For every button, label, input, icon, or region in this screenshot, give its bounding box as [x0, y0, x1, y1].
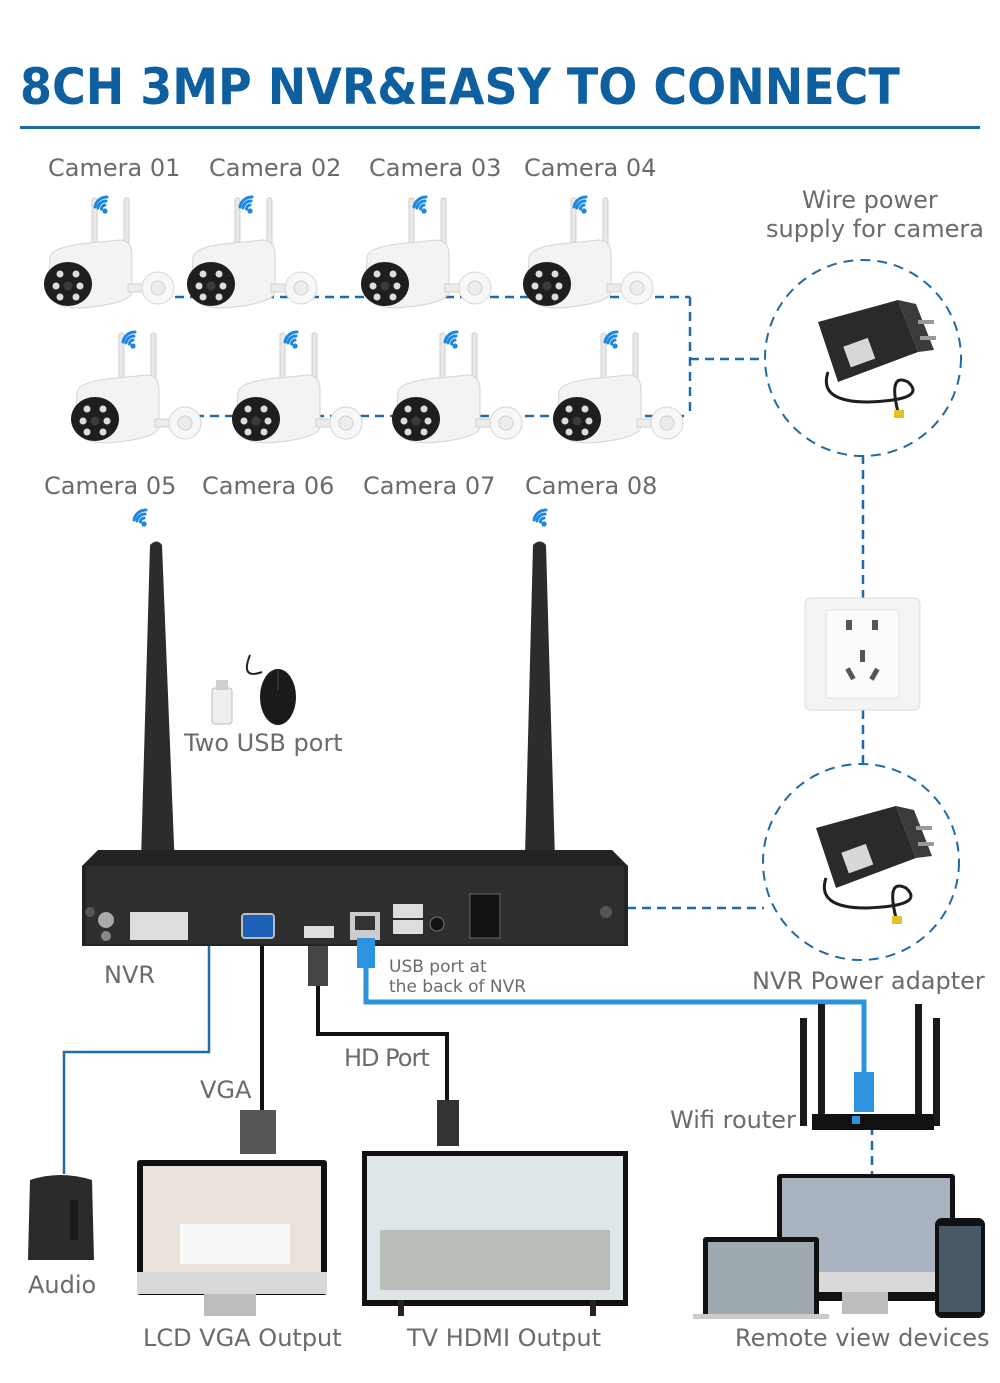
nvr-wifi-icon-left [132, 508, 149, 529]
nvr-power-adapter [762, 763, 960, 961]
camera-02 [186, 195, 318, 309]
cables [62, 946, 867, 1174]
camera-label-08: Camera 08 [525, 472, 658, 500]
nvr-device [82, 850, 628, 946]
usb-mouse-icon [211, 654, 296, 725]
nvr-label: NVR [104, 961, 156, 989]
camera-label-01: Camera 01 [48, 154, 181, 182]
camera-label-05: Camera 05 [44, 472, 177, 500]
title-divider [20, 126, 980, 129]
camera-05 [70, 330, 202, 444]
wall-socket-icon [804, 597, 921, 711]
camera-label-07: Camera 07 [363, 472, 496, 500]
wifi-router [800, 1004, 940, 1130]
camera-power-adapter [764, 259, 962, 457]
tv-output-label: TV HDMI Output [407, 1324, 602, 1352]
vga-connector [240, 1110, 276, 1154]
camera-08 [552, 330, 684, 444]
camera-label-03: Camera 03 [369, 154, 502, 182]
lcd-monitor [137, 1160, 327, 1316]
ethernet-plug-nvr [357, 938, 375, 968]
camera-04 [522, 195, 654, 309]
camera-06 [231, 330, 363, 444]
camera-label-04: Camera 04 [524, 154, 657, 182]
camera-label-06: Camera 06 [202, 472, 335, 500]
camera-01 [43, 195, 175, 309]
tv-monitor [362, 1151, 628, 1316]
nvr-power-label: NVR Power adapter [752, 967, 985, 995]
hd-port-label: HD Port [344, 1044, 430, 1072]
ethernet-plug-router [854, 1072, 874, 1112]
hdmi-plug [308, 946, 328, 986]
camera-power-label-line2: supply for camera [766, 215, 984, 243]
hdmi-connector [437, 1100, 459, 1146]
camera-label-02: Camera 02 [209, 154, 342, 182]
nvr-antennas [140, 541, 556, 895]
vga-label: VGA [200, 1076, 252, 1104]
remote-devices [693, 1174, 985, 1319]
usb-note-line1: USB port at [389, 957, 487, 977]
nvr-wifi-icon-right [532, 508, 549, 529]
page-title: 8CH 3MP NVR&EASY TO CONNECT [20, 58, 900, 116]
audio-label: Audio [28, 1271, 97, 1299]
camera-03 [360, 195, 492, 309]
router-label: Wifi router [670, 1106, 796, 1134]
audio-speaker [28, 1175, 94, 1260]
remote-devices-label: Remote view devices [735, 1324, 990, 1352]
camera-07 [391, 330, 523, 444]
usb-peripherals-label: Two USB port [184, 729, 343, 757]
lcd-output-label: LCD VGA Output [143, 1324, 342, 1352]
usb-note-line2: the back of NVR [389, 977, 527, 997]
camera-power-label-line1: Wire power [802, 186, 938, 214]
